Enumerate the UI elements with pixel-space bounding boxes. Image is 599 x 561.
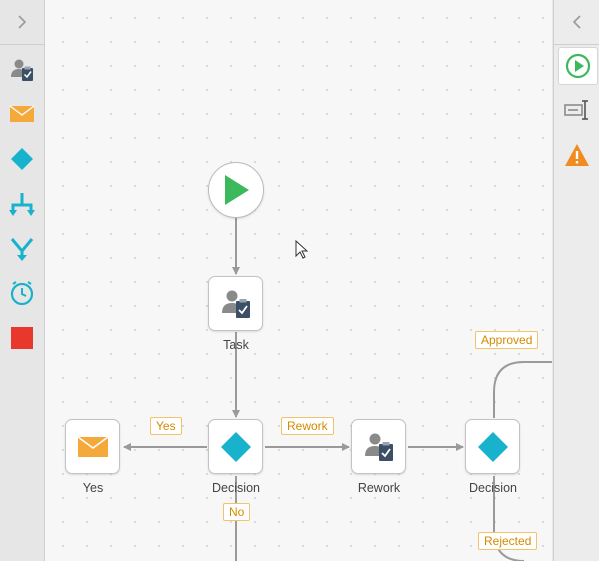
decision-node-1-label: Decision: [212, 481, 260, 495]
connectors: [123, 218, 552, 561]
properties-button[interactable]: [558, 92, 596, 128]
workflow-canvas[interactable]: Task Decision Yes Rework Decision Yes Re…: [45, 0, 552, 561]
stop-square-icon: [11, 327, 33, 349]
run-icon: [565, 53, 591, 79]
stop-tool[interactable]: [8, 324, 36, 352]
yes-email-node[interactable]: [65, 419, 120, 474]
split-tool[interactable]: [8, 190, 36, 218]
properties-icon: [564, 100, 588, 120]
collapse-panel-button[interactable]: [554, 0, 599, 45]
email-tool[interactable]: [8, 100, 36, 128]
timer-tool[interactable]: [8, 279, 36, 307]
user-task-icon: [221, 290, 250, 318]
start-node[interactable]: [208, 162, 264, 218]
decision-diamond-icon: [220, 431, 251, 462]
task-node-label: Task: [223, 338, 249, 352]
decision-tool[interactable]: [8, 145, 36, 173]
user-task-icon: [364, 433, 393, 461]
edge-approved[interactable]: [493, 361, 552, 418]
rework-node[interactable]: [351, 419, 406, 474]
split-icon: [9, 193, 35, 216]
rework-node-label: Rework: [357, 481, 401, 495]
user-task-icon: [11, 59, 33, 81]
left-toolbar: [0, 0, 45, 561]
warnings-button[interactable]: [558, 137, 596, 173]
decision-diamond-icon: [11, 148, 33, 170]
email-icon: [77, 435, 108, 457]
warning-icon: [565, 144, 589, 166]
mouse-cursor-icon: [295, 240, 309, 259]
run-button[interactable]: [558, 47, 598, 85]
timer-icon: [10, 281, 34, 306]
edge-label-approved[interactable]: Approved: [475, 331, 539, 349]
chevron-right-icon: [18, 15, 27, 29]
yes-email-node-label: Yes: [82, 481, 104, 495]
edge-label-rejected[interactable]: Rejected: [478, 532, 538, 550]
decision-node-2[interactable]: [465, 419, 520, 474]
chevron-left-icon: [572, 15, 581, 29]
decision-node-1[interactable]: [208, 419, 263, 474]
merge-icon: [10, 238, 34, 261]
play-icon: [225, 175, 249, 205]
user-task-tool[interactable]: [8, 56, 36, 84]
right-toolbar: [553, 0, 599, 561]
decision-diamond-icon: [477, 431, 508, 462]
edge-label-no[interactable]: No: [223, 503, 251, 521]
edge-label-yes[interactable]: Yes: [150, 417, 182, 435]
merge-tool[interactable]: [8, 235, 36, 263]
task-node[interactable]: [208, 276, 263, 331]
edge-label-rework[interactable]: Rework: [281, 417, 334, 435]
email-icon: [9, 105, 35, 122]
expand-toolbox-button[interactable]: [0, 0, 44, 45]
decision-node-2-label: Decision: [469, 481, 517, 495]
